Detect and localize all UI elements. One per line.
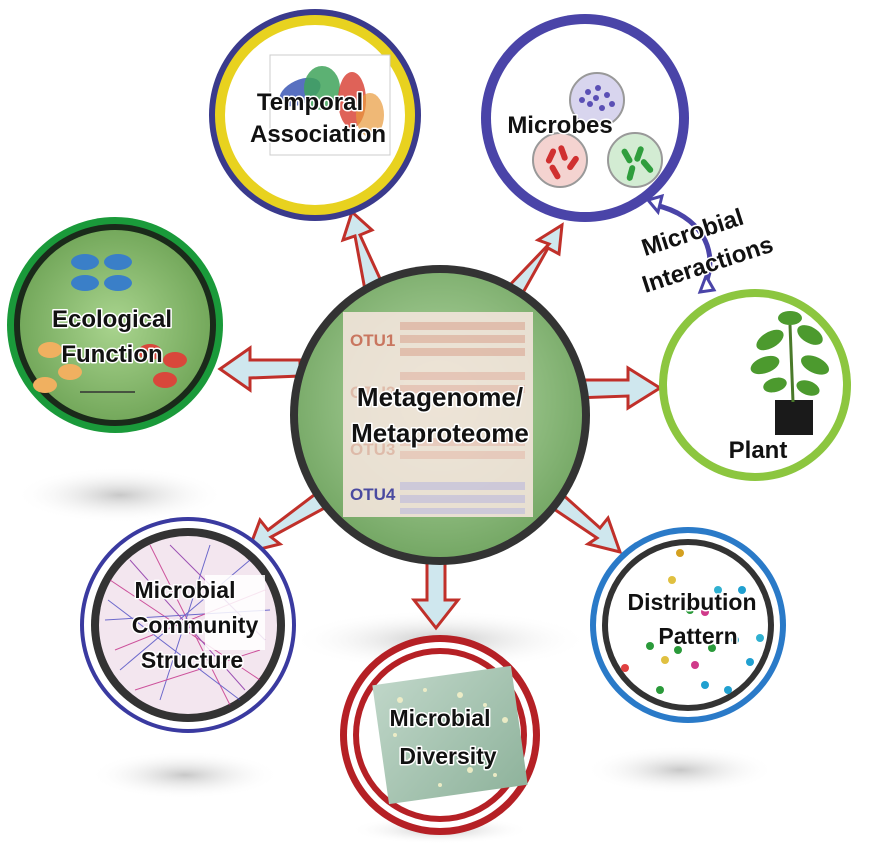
shadow-community xyxy=(90,751,280,799)
ecological-label-line1: Ecological xyxy=(52,306,172,333)
otu-label-2: OTU2 xyxy=(350,383,395,402)
ecological-pathway-figure xyxy=(33,254,187,393)
temporal-label-line1: Temporal xyxy=(257,89,363,116)
arrows xyxy=(217,209,663,631)
temporal-scatter-plot xyxy=(269,54,391,156)
distribution-node: Distribution Pattern xyxy=(590,527,786,723)
community-node: Microbial Community Structure xyxy=(80,517,296,733)
arrow-to-microbes xyxy=(502,222,564,301)
microbes-node: Microbes xyxy=(481,14,689,222)
arrow-to-distribution xyxy=(545,490,623,555)
otu-label-4: OTU4 xyxy=(350,485,396,504)
arrow-to-ecological xyxy=(217,345,302,393)
diversity-label-line1: Microbial xyxy=(390,705,491,731)
interactions-curve xyxy=(654,202,713,286)
interactions-arrowhead-bottom xyxy=(697,272,717,294)
microbes-label: Microbes xyxy=(507,112,612,139)
ecological-label-line2: Function xyxy=(61,341,162,368)
microbe-petri-dishes xyxy=(532,72,663,188)
center-node: OTU1 OTU2 OTU3 OTU4 Metagenome/ Metaprot… xyxy=(290,265,590,565)
plant-image xyxy=(750,311,830,435)
otu-label-1: OTU1 xyxy=(350,331,395,350)
interactions-link: Microbial Interactions xyxy=(637,193,778,300)
temporal-label-line2: Association xyxy=(250,121,386,148)
arrow-to-temporal xyxy=(340,209,385,293)
center-title-line2: Metaproteome xyxy=(351,418,529,448)
interactions-arrowhead-top xyxy=(645,193,665,216)
otu-label-3: OTU3 xyxy=(350,440,395,459)
temporal-node: Temporal Association xyxy=(209,9,421,221)
diversity-label-line2: Diversity xyxy=(399,743,496,769)
community-label-line1: Microbial xyxy=(135,577,236,603)
plant-node: Plant xyxy=(659,289,851,481)
community-label-line3: Structure xyxy=(141,647,243,673)
distribution-label-line2: Pattern xyxy=(658,623,737,649)
shadow-distribution xyxy=(585,746,775,794)
arrow-to-community xyxy=(245,489,333,555)
ecological-node: Ecological Function xyxy=(7,217,223,433)
distribution-label-line1: Distribution xyxy=(627,589,756,615)
distribution-scatter-dots xyxy=(621,549,764,694)
sequence-lines xyxy=(400,322,525,514)
community-legend-box xyxy=(205,575,265,650)
diversity-node: Microbial Diversity xyxy=(340,635,540,835)
community-label-line2: Community xyxy=(132,612,259,638)
center-title-line1: Metagenome/ xyxy=(357,382,523,412)
shadow-ecological xyxy=(15,467,225,523)
diversity-agar-plate xyxy=(372,665,528,805)
plant-label: Plant xyxy=(729,437,788,464)
